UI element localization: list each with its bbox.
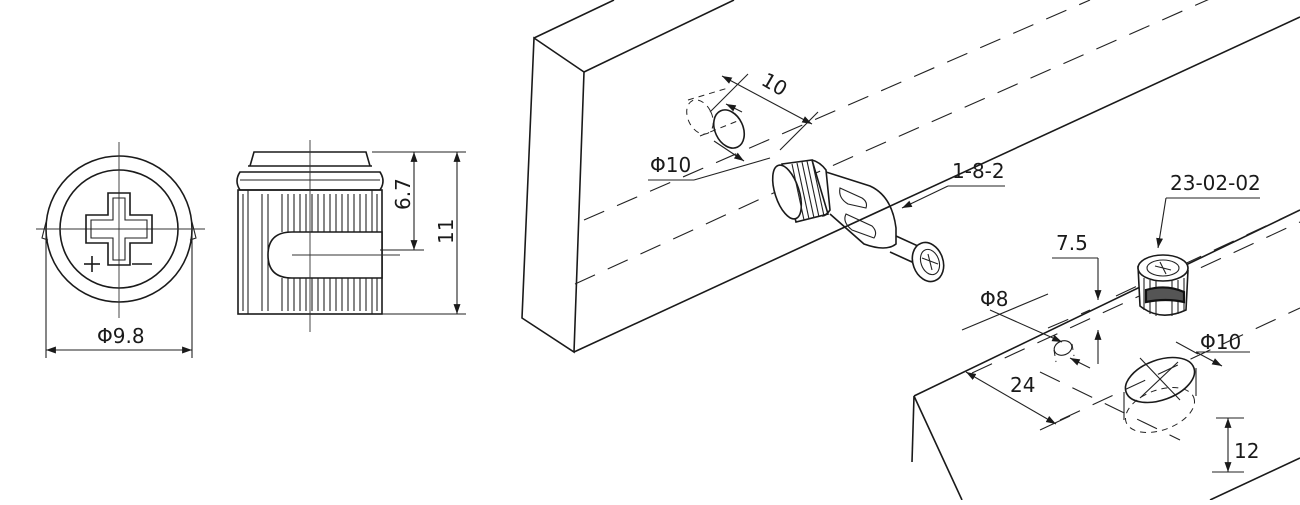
cam-front-view: Φ9.8 (36, 142, 205, 358)
label-bolt-part-number: 1-8-2 (952, 159, 1005, 183)
dim-cam-diameter: Φ9.8 (97, 324, 145, 348)
dim-cam-hole-diameter: Φ10 (1200, 330, 1241, 354)
dim-bolt-length: 10 (758, 68, 792, 102)
cam-lock (1137, 254, 1189, 316)
dim-bolt-hole-diameter: Φ10 (650, 153, 691, 177)
lower-dimensions: 7.5 Φ8 Φ10 24 12 (961, 231, 1259, 473)
dim-cam-hole-depth: 12 (1234, 439, 1259, 463)
bolt-dimensions: 10 Φ10 1-8-2 (648, 68, 1005, 209)
dim-cam-slot-height: 6.7 (391, 178, 415, 210)
dim-edge-distance: 24 (1010, 373, 1035, 397)
dim-cam-height: 11 (434, 219, 458, 244)
upper-board (521, 0, 1300, 354)
dim-offset: 7.5 (1056, 231, 1088, 255)
cam-side-view: 6.7 11 (236, 140, 466, 332)
lower-board (911, 209, 1300, 501)
label-cam-part-number: 23-02-02 (1170, 171, 1261, 195)
connector-bolt (771, 159, 945, 283)
dim-dowel-hole-diameter: Φ8 (980, 287, 1008, 311)
cam-part-label: 23-02-02 (1156, 171, 1261, 249)
